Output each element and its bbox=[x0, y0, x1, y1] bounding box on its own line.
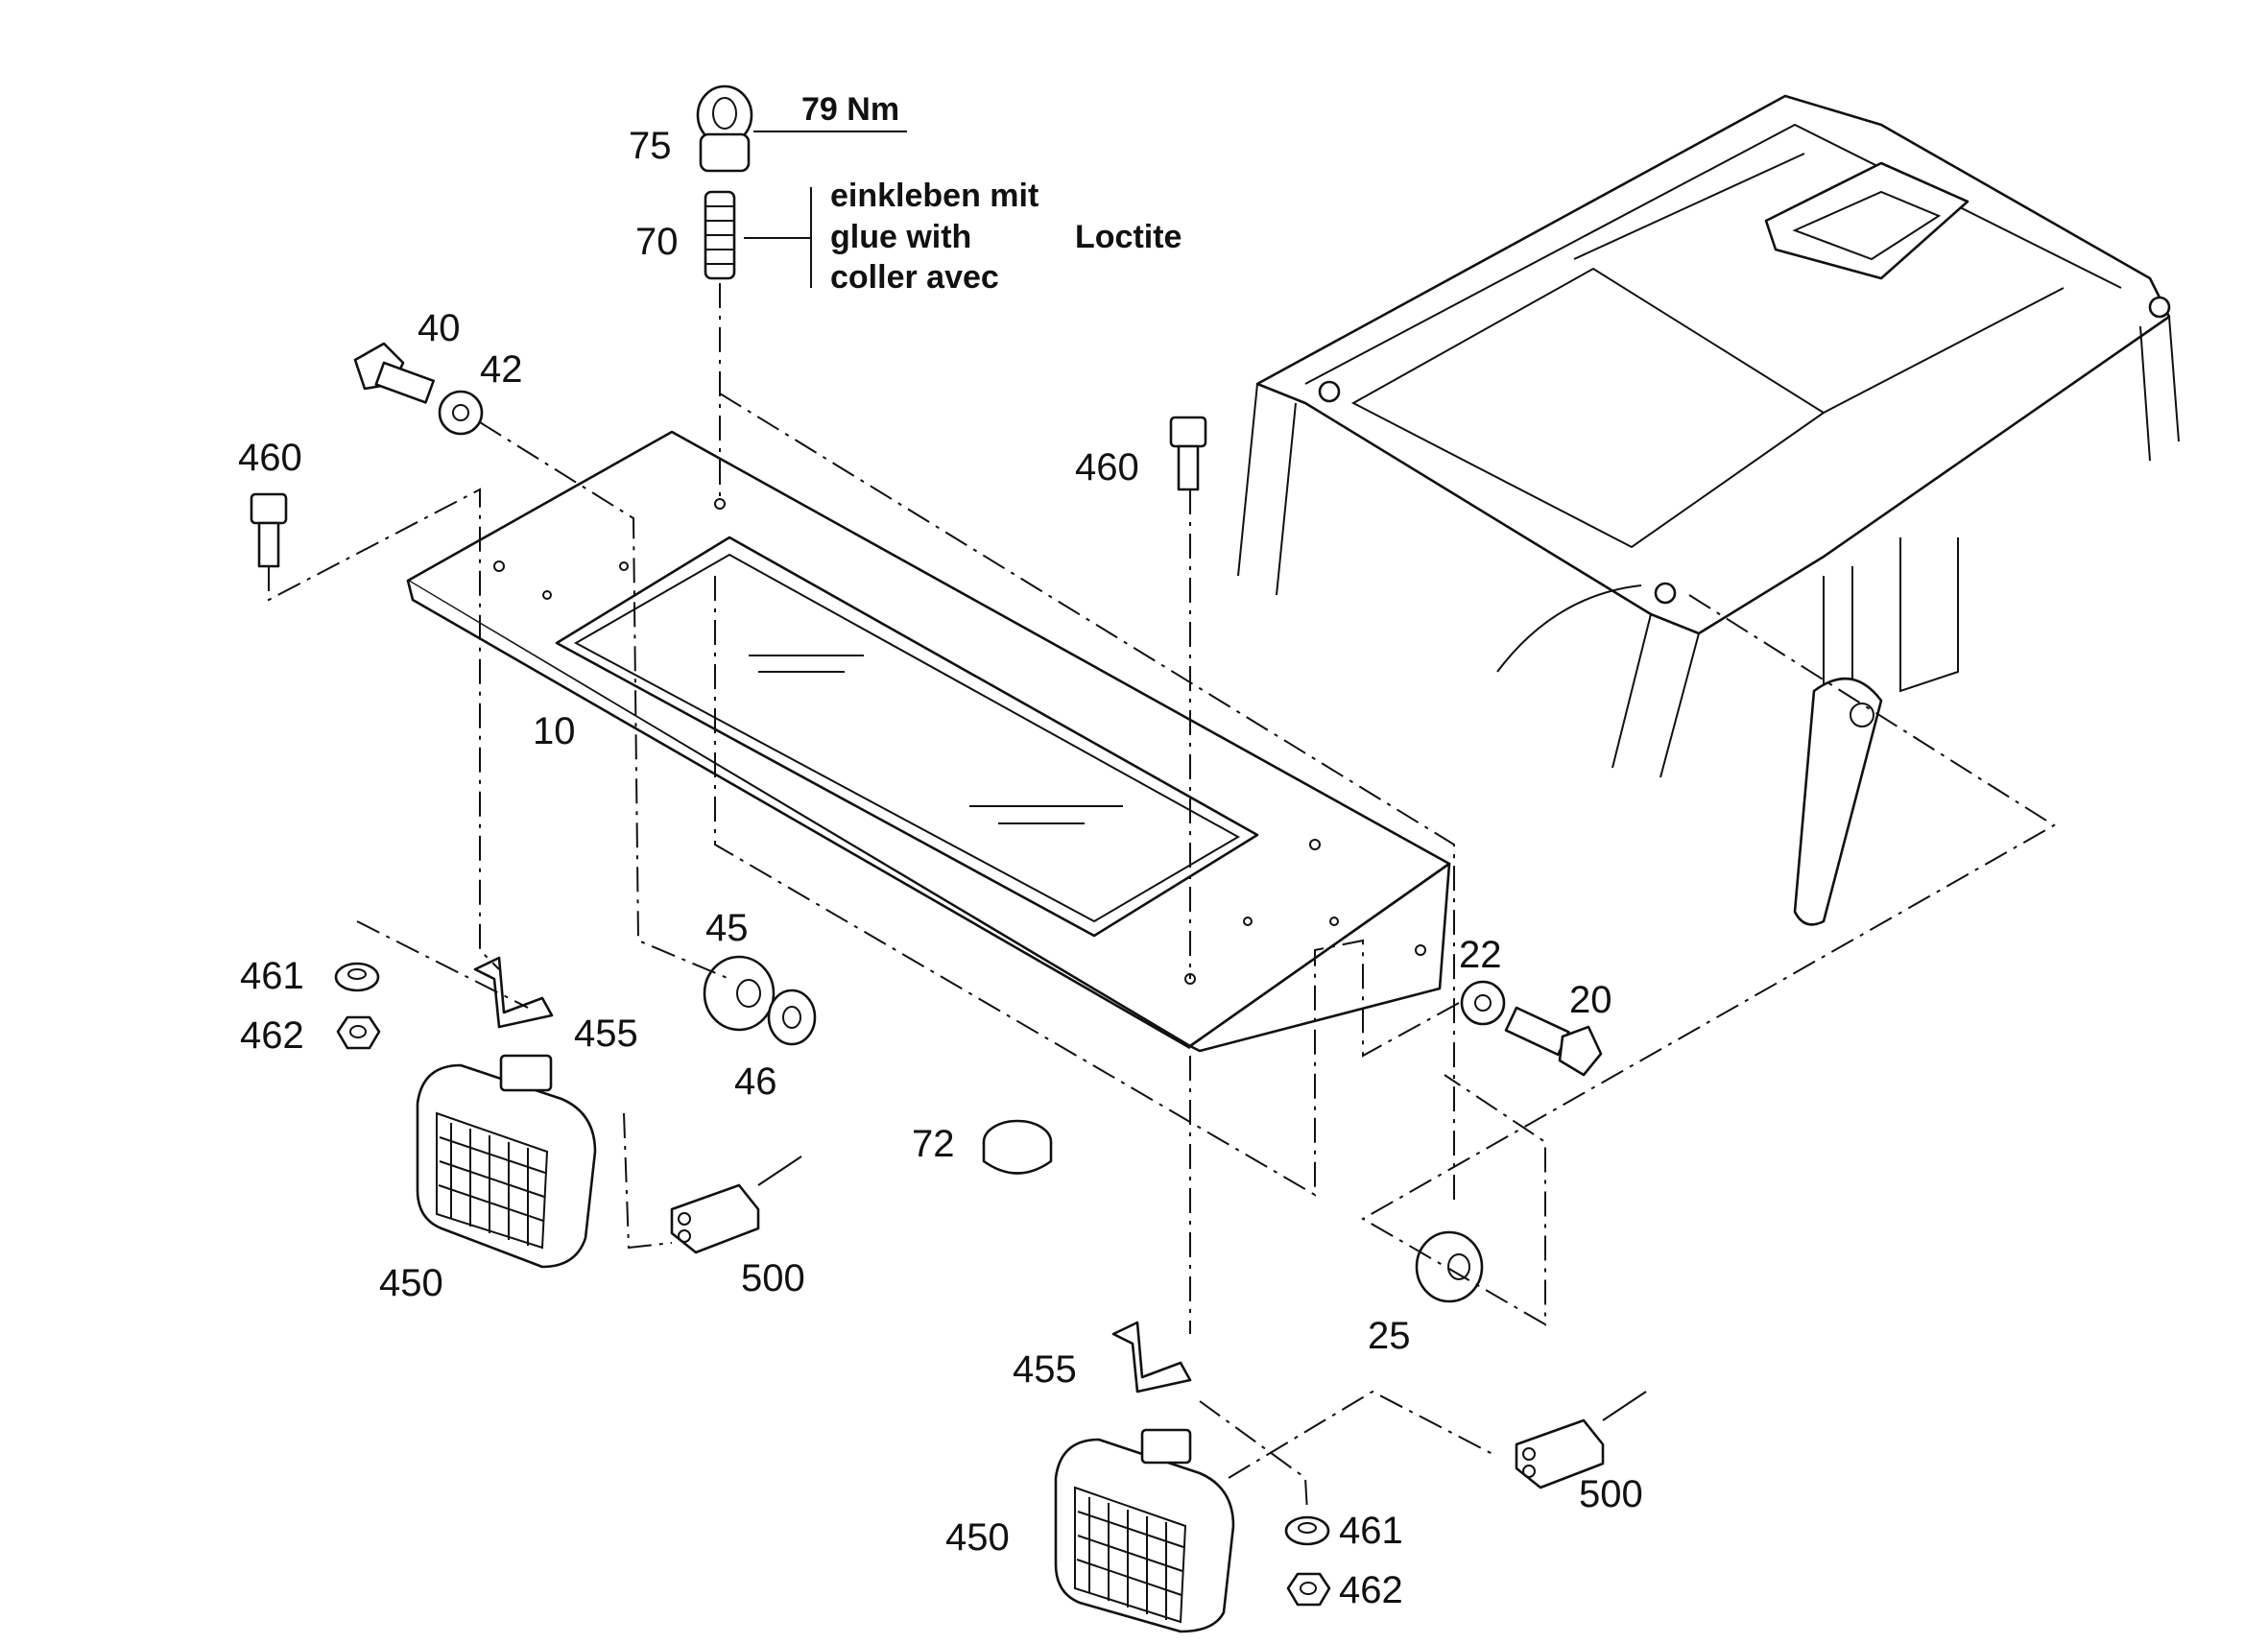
label-70: 70 bbox=[635, 221, 679, 263]
adhesive-note: Loctite bbox=[1075, 219, 1182, 255]
bracket-455-left bbox=[473, 956, 554, 1029]
label-46: 46 bbox=[734, 1060, 777, 1103]
eye-bolt-75 bbox=[696, 84, 753, 173]
bolt-460-left bbox=[250, 492, 288, 568]
part-labels: 75 70 40 42 460 460 10 45 46 461 462 455… bbox=[238, 125, 1643, 1611]
nut-461-left bbox=[334, 962, 380, 992]
label-462-left: 462 bbox=[240, 1014, 304, 1057]
label-42: 42 bbox=[480, 348, 523, 391]
washer-42 bbox=[438, 390, 484, 436]
label-20: 20 bbox=[1569, 979, 1612, 1021]
label-10: 10 bbox=[533, 710, 576, 752]
assembly-lines bbox=[268, 283, 2056, 1513]
washer-22 bbox=[1460, 980, 1506, 1026]
label-461-left: 461 bbox=[240, 955, 304, 997]
label-45: 45 bbox=[705, 907, 749, 949]
threaded-stud-70 bbox=[704, 190, 736, 280]
label-25: 25 bbox=[1368, 1315, 1411, 1357]
bolt-460-right bbox=[1169, 416, 1207, 491]
nut-462-left bbox=[336, 1015, 381, 1050]
bolt-20 bbox=[1504, 1006, 1603, 1077]
work-lamp-450-right bbox=[1054, 1428, 1235, 1633]
torque-note: 79 Nm bbox=[801, 91, 899, 128]
glue-note-fr: coller avec bbox=[830, 259, 999, 296]
nut-461-right bbox=[1284, 1515, 1330, 1546]
leader-lines bbox=[744, 131, 907, 288]
connector-500-left bbox=[670, 1156, 802, 1254]
glue-note-de: einkleben mit bbox=[830, 178, 1039, 214]
label-455-left: 455 bbox=[574, 1013, 638, 1055]
nut-462-right bbox=[1286, 1572, 1331, 1607]
washer-46 bbox=[767, 989, 817, 1046]
label-460-right: 460 bbox=[1075, 446, 1139, 488]
bolt-40 bbox=[353, 342, 435, 404]
bushing-25 bbox=[1415, 1230, 1484, 1303]
label-40: 40 bbox=[418, 307, 461, 349]
cab-roof-drawing bbox=[1237, 94, 2180, 926]
label-72: 72 bbox=[912, 1123, 955, 1165]
label-460-left: 460 bbox=[238, 437, 302, 479]
label-75: 75 bbox=[629, 125, 672, 167]
label-455-right: 455 bbox=[1013, 1348, 1077, 1391]
bushing-72 bbox=[982, 1119, 1053, 1175]
label-462-right: 462 bbox=[1339, 1569, 1403, 1611]
label-450-right: 450 bbox=[945, 1516, 1010, 1559]
bracket-455-right bbox=[1111, 1321, 1192, 1394]
label-450-left: 450 bbox=[379, 1262, 443, 1304]
label-22: 22 bbox=[1459, 934, 1502, 976]
glue-note-en: glue with bbox=[830, 219, 971, 255]
assembly-notes: 79 Nm einkleben mit glue with coller ave… bbox=[801, 91, 1182, 296]
bushing-45 bbox=[703, 955, 776, 1032]
label-500-left: 500 bbox=[741, 1257, 805, 1299]
mounting-panel bbox=[406, 430, 1451, 1053]
label-500-right: 500 bbox=[1579, 1473, 1643, 1515]
connector-500-right bbox=[1515, 1391, 1647, 1489]
label-461-right: 461 bbox=[1339, 1510, 1403, 1552]
work-lamp-450-left bbox=[416, 1054, 597, 1269]
